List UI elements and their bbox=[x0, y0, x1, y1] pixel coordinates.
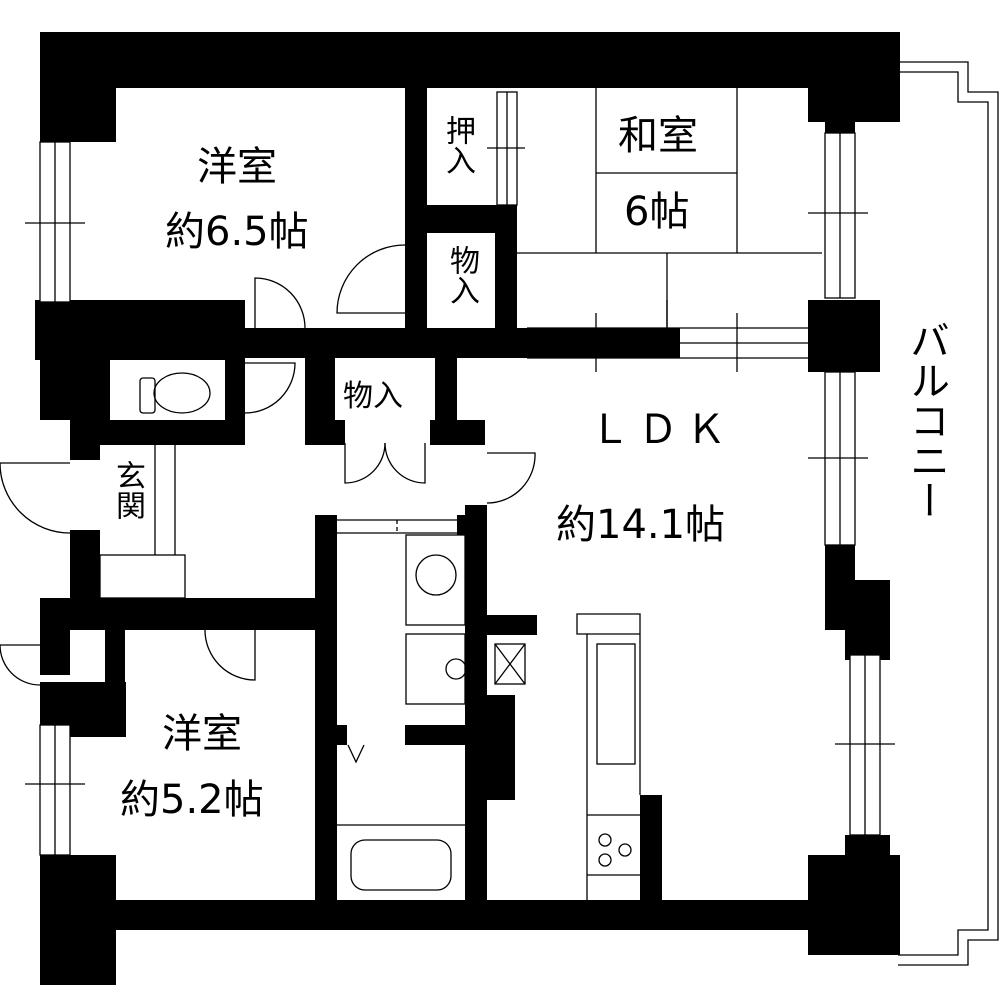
tatami-mat-lines bbox=[517, 88, 822, 372]
western-room-1-name: 洋室 bbox=[197, 144, 277, 190]
fixtures bbox=[99, 372, 641, 900]
balcony-outline bbox=[898, 61, 999, 966]
ldk-name: ＬＤＫ bbox=[590, 407, 734, 453]
japanese-room-name: 和室 bbox=[618, 113, 698, 159]
closet-2-label: 物入 bbox=[343, 379, 403, 414]
doors bbox=[0, 244, 536, 686]
western-room-2-size: 約5.2帖 bbox=[120, 777, 264, 823]
entrance-label: 玄関 bbox=[110, 460, 145, 520]
walls bbox=[35, 32, 900, 985]
windows bbox=[25, 91, 895, 856]
ldk-size: 約14.1帖 bbox=[556, 502, 726, 548]
western-room-2-name: 洋室 bbox=[162, 711, 242, 757]
western-room-1-size: 約6.5帖 bbox=[165, 209, 309, 255]
japanese-room-size: 6帖 bbox=[624, 189, 690, 235]
closet-1-label: 物入 bbox=[444, 245, 479, 305]
oshiire-label: 押入 bbox=[440, 115, 475, 175]
balcony-label: バルコニー bbox=[903, 320, 949, 520]
